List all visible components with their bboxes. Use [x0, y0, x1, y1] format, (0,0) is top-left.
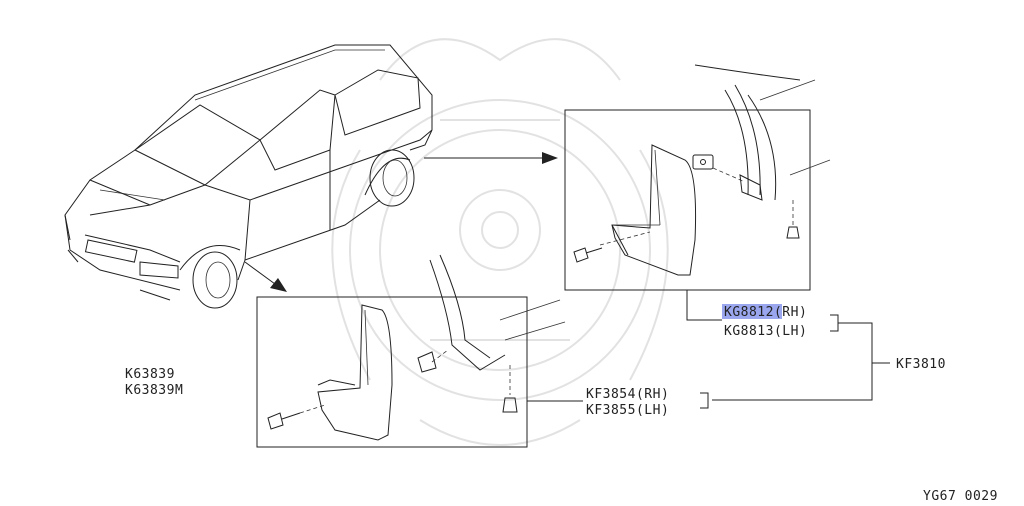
- leader-lines: [527, 290, 890, 409]
- part-label-set[interactable]: KF3810: [896, 357, 946, 372]
- part-label-rear-rh[interactable]: KG8812(RH): [724, 305, 807, 320]
- arrow-to-front: [244, 261, 287, 292]
- rear-detail-box: [564, 64, 831, 291]
- part-label-front-lh[interactable]: KF3855(LH): [586, 403, 669, 418]
- left-code-2: K63839M: [125, 383, 183, 398]
- left-code-1: K63839: [125, 367, 175, 382]
- arrow-to-rear: [424, 152, 558, 164]
- front-detail-box: [256, 254, 566, 448]
- watermark-emblem: [331, 38, 669, 446]
- part-label-front-rh[interactable]: KF3854(RH): [586, 387, 669, 402]
- highlight-marker: [722, 304, 782, 319]
- figure-code: YG67 0029: [923, 489, 998, 504]
- car-illustration: [64, 44, 433, 309]
- part-label-rear-lh[interactable]: KG8813(LH): [724, 324, 807, 339]
